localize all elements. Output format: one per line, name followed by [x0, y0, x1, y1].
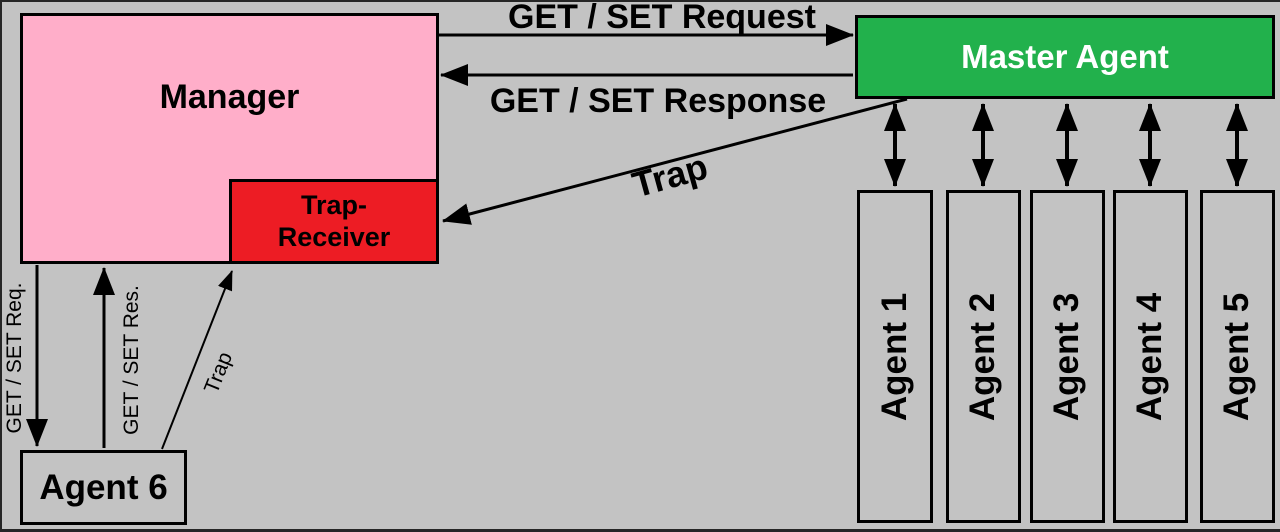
- agent-5-box: Agent 5: [1200, 190, 1275, 523]
- agent-5-label: Agent 5: [1217, 292, 1257, 421]
- agent-6-label: Agent 6: [39, 467, 168, 507]
- manager-label: Manager: [159, 78, 300, 116]
- agent-1-label: Agent 1: [875, 292, 915, 421]
- master-agent-box: Master Agent: [855, 15, 1275, 99]
- agent-2-box: Agent 2: [946, 190, 1021, 523]
- trap-label: Trap: [627, 145, 712, 206]
- agent-4-label: Agent 4: [1130, 292, 1170, 421]
- agent-2-label: Agent 2: [963, 292, 1003, 421]
- agent-3-box: Agent 3: [1030, 190, 1105, 523]
- agent-6-box: Agent 6: [20, 450, 187, 525]
- master-agent-label: Master Agent: [961, 38, 1169, 75]
- agent-1-box: Agent 1: [857, 190, 933, 523]
- get-set-req-label: GET / SET Req.: [3, 282, 26, 434]
- agent-3-label: Agent 3: [1047, 292, 1087, 421]
- get-set-request-label: GET / SET Request: [508, 0, 816, 36]
- agent-4-box: Agent 4: [1113, 190, 1188, 523]
- get-set-res-label: GET / SET Res.: [120, 285, 143, 435]
- get-set-response-label: GET / SET Response: [489, 82, 827, 120]
- trap-receiver-label-line2: Receiver: [277, 221, 391, 252]
- trap-receiver-box: Trap- Receiver: [229, 179, 439, 264]
- trap-small-label: Trap: [199, 348, 238, 397]
- trap-receiver-label-line1: Trap-: [300, 190, 367, 221]
